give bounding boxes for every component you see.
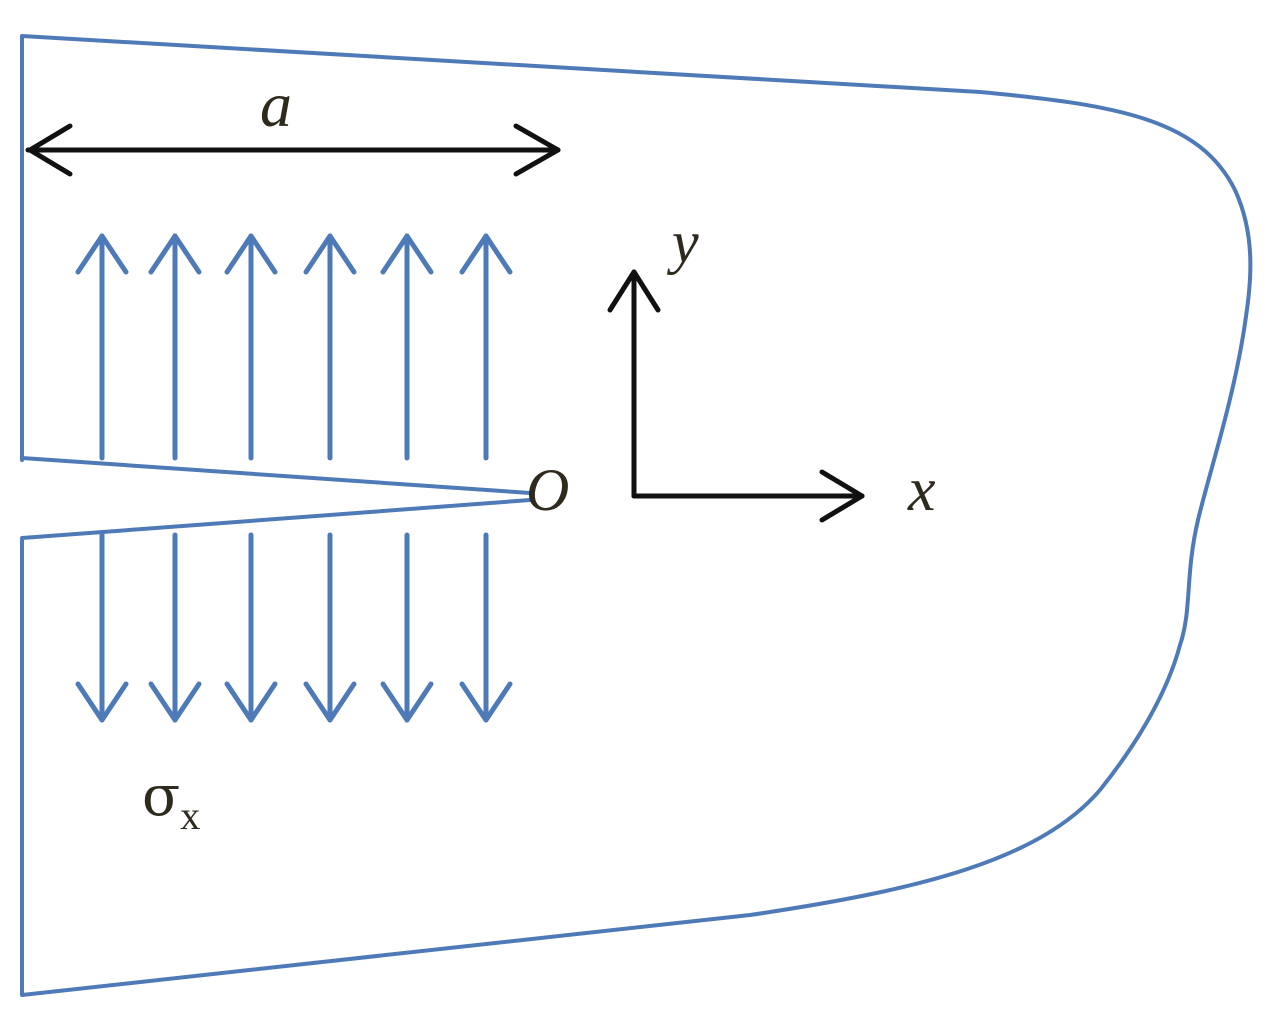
stress-subscript: x xyxy=(180,793,200,838)
stress-label: σx xyxy=(142,764,200,838)
crack-length-label: a xyxy=(260,69,292,140)
crack-length-dimension xyxy=(25,123,561,177)
load-arrow-down xyxy=(75,532,129,723)
origin-label: O xyxy=(526,457,569,523)
downward-load-arrows xyxy=(75,532,513,723)
load-arrow-up xyxy=(380,233,434,461)
upward-load-arrows xyxy=(75,233,513,461)
load-arrow-down xyxy=(459,532,513,723)
load-arrow-up xyxy=(148,233,202,461)
load-arrow-up xyxy=(303,233,357,461)
dimension-arrowhead-left xyxy=(27,123,73,177)
y-axis-label: y xyxy=(666,209,699,275)
coordinate-axes xyxy=(607,269,865,523)
load-arrow-down xyxy=(224,532,278,723)
x-axis-arrowhead xyxy=(819,469,865,523)
load-arrow-down xyxy=(380,532,434,723)
load-arrow-up xyxy=(75,233,129,461)
load-arrow-up xyxy=(459,233,513,461)
x-axis-label: x xyxy=(907,456,936,524)
y-axis-arrowhead xyxy=(607,269,661,313)
upper-boundary xyxy=(20,34,1253,997)
crack-upper-face xyxy=(20,456,532,495)
load-arrow-down xyxy=(303,532,357,723)
stress-symbol: σ xyxy=(142,764,180,829)
load-arrow-up xyxy=(224,233,278,461)
crack-lower-face xyxy=(20,498,532,540)
load-arrow-down xyxy=(148,532,202,723)
dimension-arrowhead-right xyxy=(513,123,561,177)
body-outline xyxy=(20,34,1253,997)
